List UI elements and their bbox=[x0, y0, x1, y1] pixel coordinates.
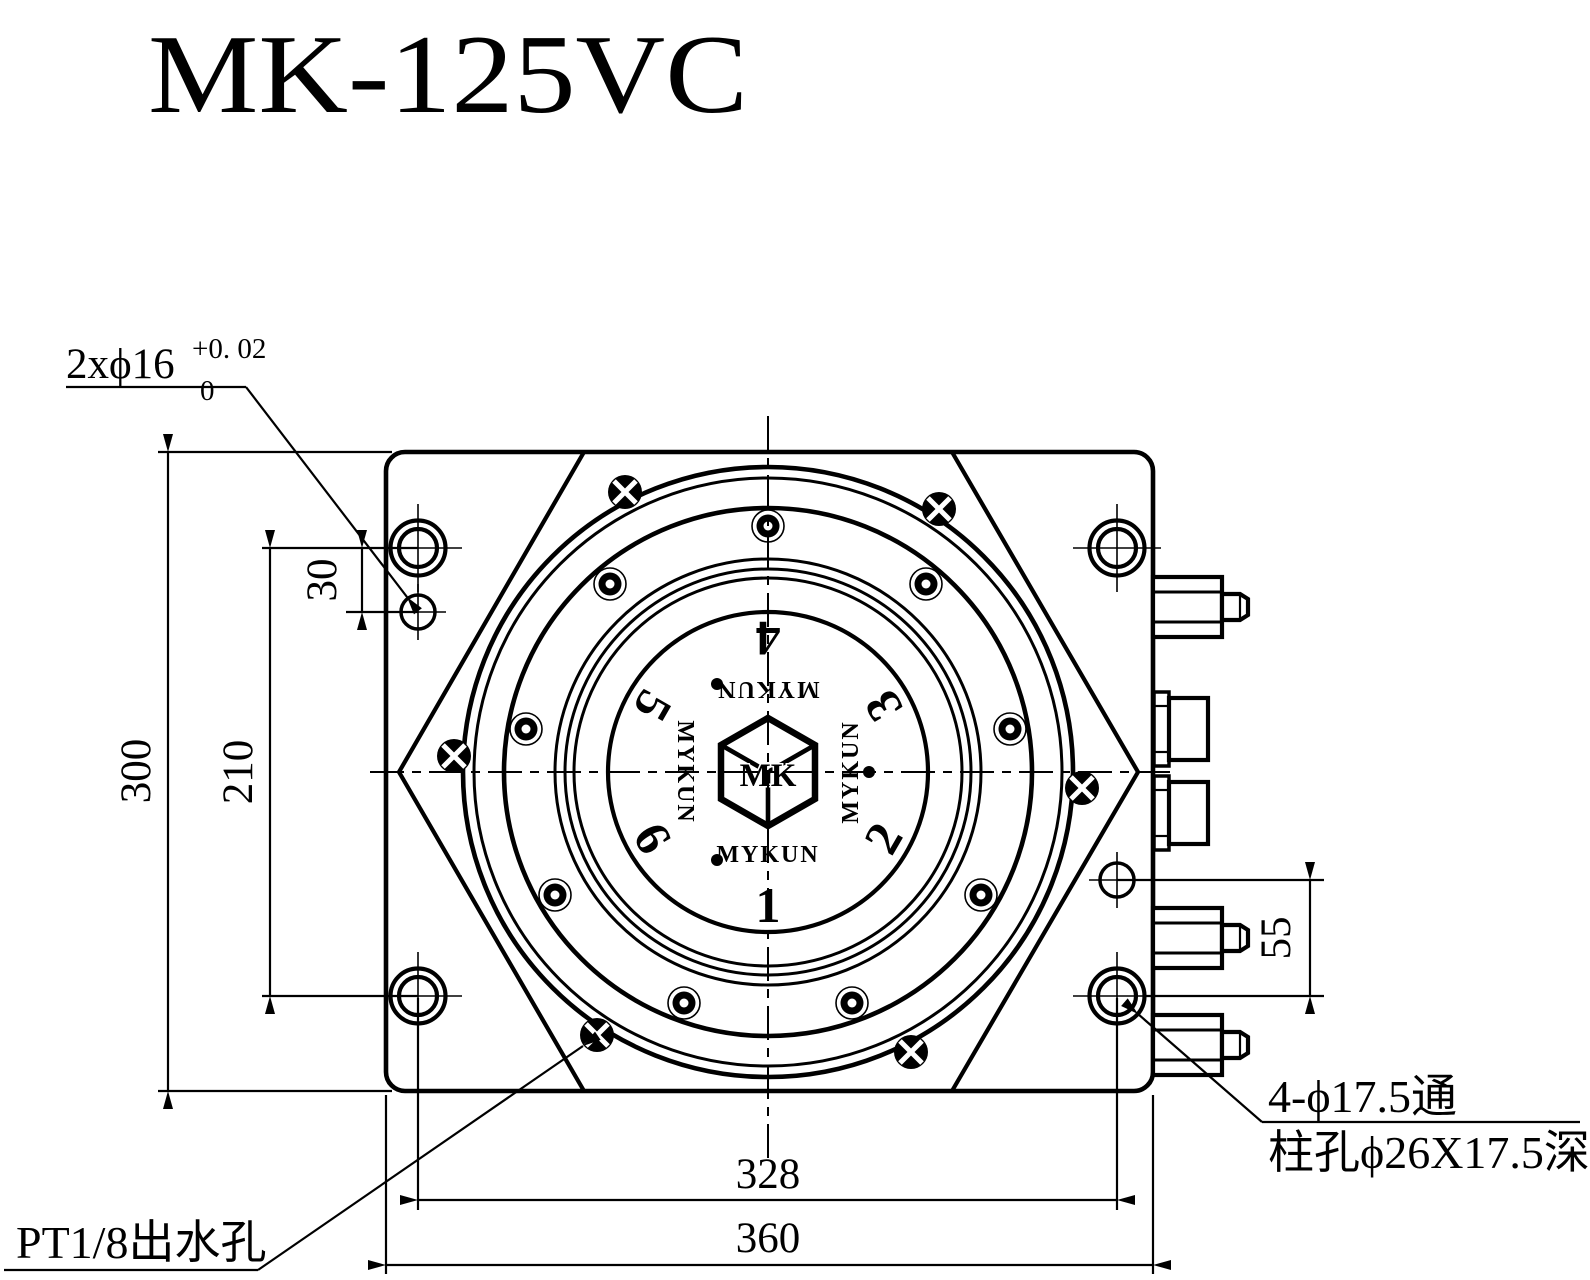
centerlines bbox=[370, 416, 1170, 1158]
dim-text-dowel-offset: 30 bbox=[299, 559, 346, 602]
callout-dowel-tol-lower: 0 bbox=[200, 375, 215, 407]
hose-fitting-bottom bbox=[1150, 1012, 1251, 1078]
callout-dowel-tol-upper: +0. 02 bbox=[192, 333, 266, 365]
dim-text-bolt-spacing-h: 328 bbox=[736, 1151, 801, 1198]
hose-fitting-middle bbox=[1150, 905, 1251, 971]
callout-water-outlet: PT1/8出水孔 bbox=[4, 1031, 601, 1272]
drawing-title: MK-125VC bbox=[148, 13, 748, 137]
dim-text-bolt-spacing-v: 210 bbox=[215, 740, 262, 805]
face-screw-holes bbox=[509, 509, 1027, 1020]
callout-dowel-text: 2xϕ16 bbox=[66, 341, 175, 388]
callout-mounting-holes: 4-ϕ17.5通 柱孔ϕ26X17.5深 bbox=[1121, 998, 1590, 1178]
callouts: 2xϕ16 +0. 02 0 PT1/8出水孔 4-ϕ17.5通 柱孔ϕ26X1… bbox=[4, 333, 1590, 1272]
dim-text-dowel-to-bolt: 55 bbox=[1253, 917, 1300, 960]
connector-lower bbox=[1152, 774, 1211, 852]
callout-mounting-line2: 柱孔ϕ26X17.5深 bbox=[1268, 1127, 1590, 1178]
bolt-hole-top-right bbox=[1073, 504, 1161, 592]
connector-upper bbox=[1152, 690, 1211, 768]
dimensions: 300 210 30 55 328 360 bbox=[113, 434, 1324, 1274]
hose-fitting-top bbox=[1150, 574, 1251, 640]
callout-dowel-holes: 2xϕ16 +0. 02 0 bbox=[66, 333, 422, 615]
callout-mounting-line1: 4-ϕ17.5通 bbox=[1268, 1071, 1457, 1122]
dim-text-overall-height: 300 bbox=[113, 739, 160, 804]
dim-text-overall-width: 360 bbox=[736, 1215, 801, 1262]
side-fittings bbox=[1150, 574, 1251, 1078]
callout-water-outlet-text: PT1/8出水孔 bbox=[16, 1217, 266, 1268]
